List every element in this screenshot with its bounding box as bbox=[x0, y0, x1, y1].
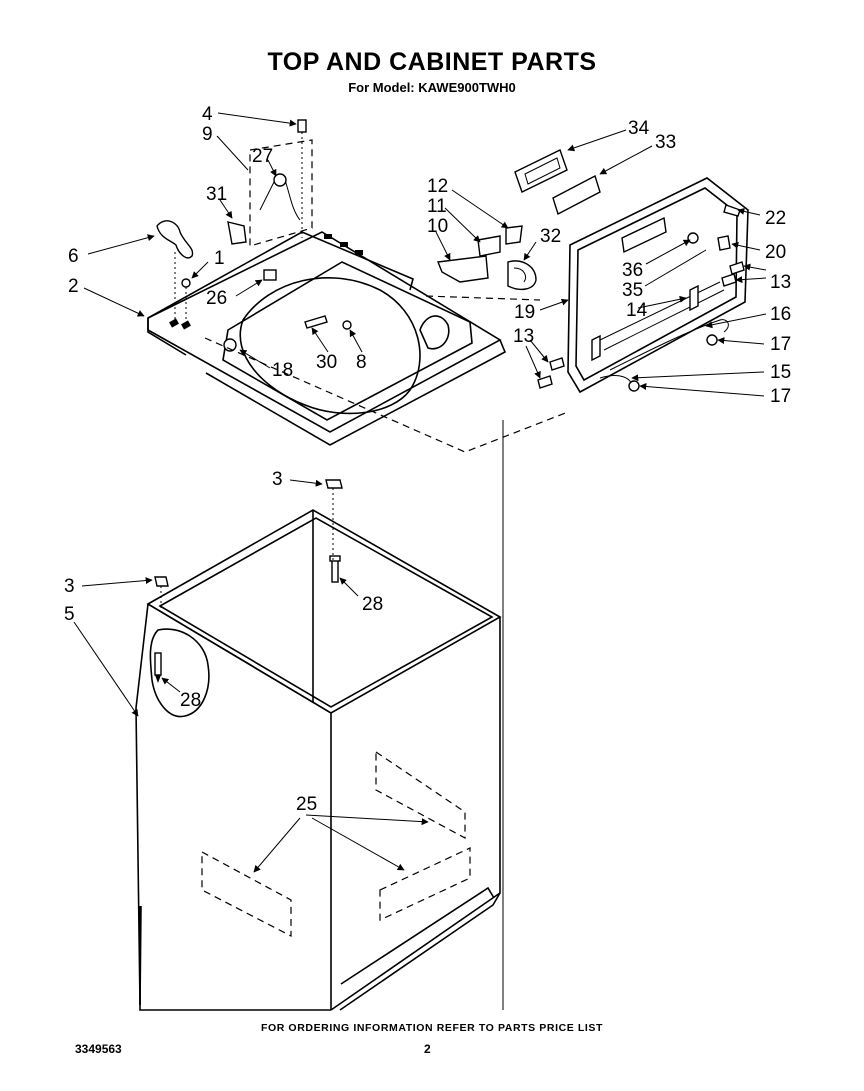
callout-25: 25 bbox=[296, 794, 317, 815]
clip-3-left bbox=[154, 576, 169, 587]
callout-8: 8 bbox=[356, 352, 367, 373]
callout-34: 34 bbox=[628, 118, 650, 139]
callout-6: 6 bbox=[68, 246, 79, 267]
callout-15: 15 bbox=[770, 362, 791, 383]
leader-lines bbox=[73, 112, 767, 873]
callout-2: 2 bbox=[68, 276, 79, 297]
ordering-note: FOR ORDERING INFORMATION REFER TO PARTS … bbox=[260, 1022, 604, 1034]
screw-28-cutaway bbox=[154, 652, 162, 683]
callout-26: 26 bbox=[206, 288, 227, 309]
callout-9: 9 bbox=[202, 124, 213, 145]
callout-20: 20 bbox=[765, 242, 786, 263]
callout-30: 30 bbox=[316, 352, 337, 373]
clip-3-right bbox=[325, 479, 343, 489]
callout-17-bottom: 17 bbox=[770, 386, 791, 407]
model-subtitle: For Model: KAWE900TWH0 bbox=[348, 80, 516, 95]
callout-17-top: 17 bbox=[770, 334, 791, 355]
cabinet-illustration bbox=[135, 479, 502, 1011]
callout-16: 16 bbox=[770, 304, 791, 325]
screw-28-inner bbox=[329, 555, 341, 583]
callout-13-left: 13 bbox=[513, 326, 534, 347]
callout-35: 35 bbox=[622, 280, 643, 301]
callout-10: 10 bbox=[427, 216, 448, 237]
top-assembly-illustration bbox=[147, 119, 569, 453]
lid-assembly-illustration bbox=[502, 149, 749, 1010]
callout-31: 31 bbox=[206, 184, 227, 205]
callout-3-lower: 3 bbox=[64, 576, 75, 597]
callout-14: 14 bbox=[626, 300, 648, 321]
callout-19: 19 bbox=[514, 302, 535, 323]
lid-switch-illustration bbox=[437, 225, 537, 291]
callout-labels: 4 9 27 31 6 1 2 26 18 30 8 12 11 10 32 3… bbox=[64, 104, 791, 815]
callout-28-upper: 28 bbox=[362, 594, 383, 615]
callout-12: 12 bbox=[427, 176, 448, 197]
callout-22: 22 bbox=[765, 208, 786, 229]
callout-27: 27 bbox=[252, 146, 273, 167]
callout-4: 4 bbox=[202, 104, 213, 125]
callout-32: 32 bbox=[540, 226, 561, 247]
document-number: 3349563 bbox=[75, 1042, 122, 1056]
callout-28-lower: 28 bbox=[180, 690, 201, 711]
decal-panels-25 bbox=[201, 750, 471, 937]
page-number: 2 bbox=[424, 1042, 431, 1056]
callout-13-right: 13 bbox=[770, 272, 791, 293]
callout-33: 33 bbox=[655, 132, 676, 153]
callout-5: 5 bbox=[64, 604, 75, 625]
callout-18: 18 bbox=[272, 360, 293, 381]
callout-11: 11 bbox=[427, 196, 447, 217]
callout-36: 36 bbox=[622, 260, 643, 281]
callout-3-upper: 3 bbox=[272, 469, 283, 490]
diagram-title: TOP AND CABINET PARTS bbox=[267, 48, 597, 76]
callout-1: 1 bbox=[214, 248, 225, 269]
